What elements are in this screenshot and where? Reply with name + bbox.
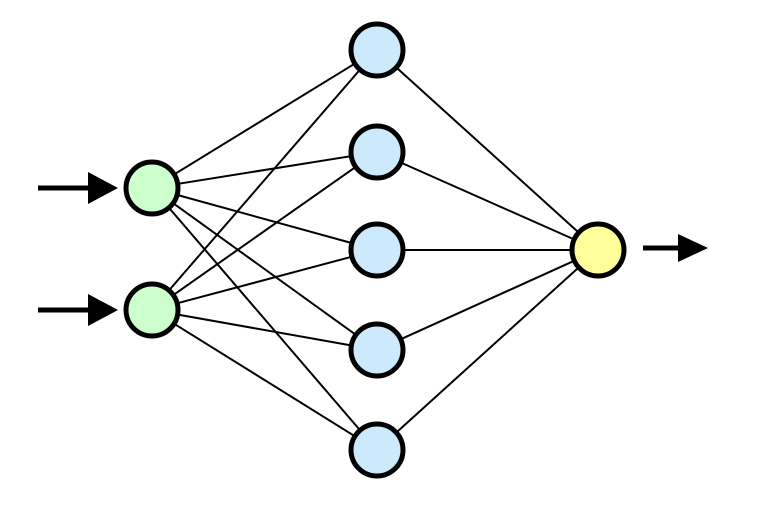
- neuron-nodes-group: [123, 21, 627, 479]
- output-layer: [569, 221, 627, 279]
- hidden-node-1[interactable]: [348, 21, 406, 79]
- edge-hidden-node-1-to-output-node-1: [394, 66, 581, 234]
- edge-hidden-node-5-to-output-node-1: [394, 266, 581, 434]
- hidden-node-2[interactable]: [348, 123, 406, 181]
- hidden-node-3[interactable]: [348, 221, 406, 279]
- edge-input-node-1-to-hidden-node-1: [172, 62, 357, 176]
- edge-input-node-2-to-hidden-node-3: [175, 255, 354, 305]
- edge-input-node-2-to-hidden-node-1: [167, 68, 362, 292]
- input-arrow-1-head-icon: [88, 172, 118, 204]
- io-arrows-group: [38, 172, 708, 326]
- hidden-node-4[interactable]: [348, 321, 406, 379]
- edge-input-node-2-to-hidden-node-4: [176, 313, 353, 347]
- connection-edges-group: [167, 62, 581, 438]
- input-arrow-2: [38, 294, 118, 326]
- edge-input-node-2-to-hidden-node-5: [172, 322, 357, 438]
- input-arrow-2-head-icon: [88, 294, 118, 326]
- output-arrow-1: [643, 234, 708, 262]
- edge-input-node-2-to-hidden-node-2: [171, 165, 358, 297]
- input-layer: [123, 159, 181, 339]
- edge-input-node-1-to-hidden-node-2: [176, 154, 353, 186]
- input-node-2[interactable]: [123, 281, 181, 339]
- hidden-layer: [348, 21, 406, 479]
- edge-hidden-node-4-to-output-node-1: [399, 259, 576, 341]
- edge-input-node-1-to-hidden-node-4: [171, 201, 358, 337]
- output-arrow-1-head-icon: [678, 234, 708, 262]
- output-node-1[interactable]: [569, 221, 627, 279]
- edge-input-node-1-to-hidden-node-3: [175, 193, 354, 245]
- edge-hidden-node-2-to-output-node-1: [399, 161, 576, 241]
- edge-input-node-1-to-hidden-node-5: [167, 206, 362, 432]
- input-node-1[interactable]: [123, 159, 181, 217]
- hidden-node-5[interactable]: [348, 421, 406, 479]
- input-arrow-1: [38, 172, 118, 204]
